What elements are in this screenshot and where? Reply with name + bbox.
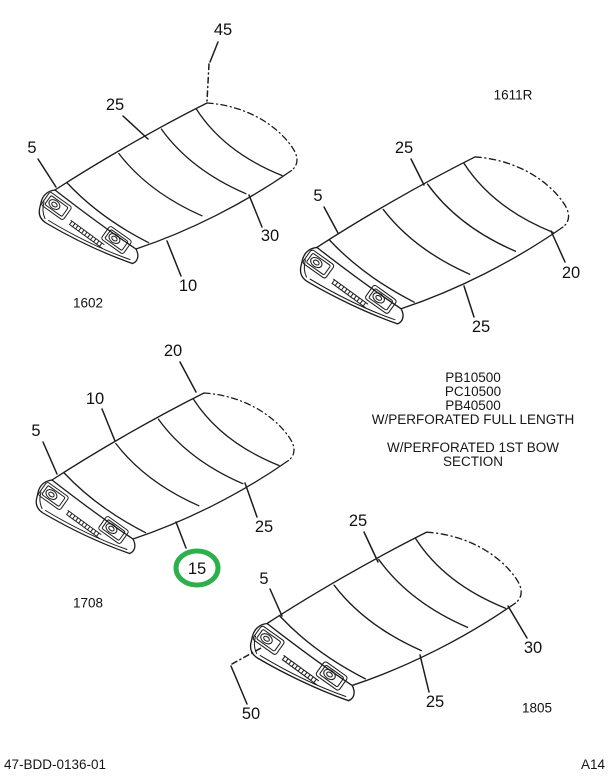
callout-leader (323, 206, 339, 234)
panel-label: 1708 (73, 596, 103, 611)
callout-leader (209, 41, 219, 63)
callout-number: 50 (242, 705, 260, 723)
callout-annotations: 45 25 5 30 10 1602 25 5 20 25 1611R 20 10 5 25 15 1708 25… (27, 21, 580, 723)
part-number: PC10500 (444, 384, 502, 399)
panel-drawing-1611R (298, 155, 571, 326)
callout-leader (179, 361, 197, 393)
part-note-block: PB10500 PC10500 PB40500 W/PERFORATED FUL… (357, 371, 589, 469)
callout-number: 15 (188, 560, 206, 578)
page-code: A14 (580, 757, 605, 772)
callout-number: 30 (524, 639, 542, 657)
callout-leader (42, 441, 58, 475)
callout-number: 20 (164, 342, 182, 360)
callout-number: 20 (562, 264, 580, 282)
callout-number: 10 (86, 390, 104, 408)
callout-leader (230, 665, 248, 705)
callout-leader (175, 521, 187, 549)
callout-leader (363, 531, 379, 563)
callout-number: 30 (261, 227, 279, 245)
drawing-number: 47-BDD-0136-01 (4, 757, 107, 772)
callout-leader (206, 63, 210, 102)
callout-number: 10 (179, 277, 197, 295)
panel-drawing-1602 (37, 101, 299, 266)
panel-label: 1805 (522, 701, 552, 716)
callout-number: 25 (106, 96, 124, 114)
highlight-circle (173, 548, 221, 588)
callout-number: 25 (426, 693, 444, 711)
note-line: W/PERFORATED 1ST BOW (386, 440, 559, 455)
callout-leader (463, 285, 475, 318)
callout-leader (410, 158, 425, 186)
callout-number: 5 (31, 422, 40, 440)
callout-leader (419, 654, 430, 693)
callout-number: 25 (472, 318, 490, 336)
callout-number: 45 (214, 21, 232, 39)
callout-leader (550, 230, 566, 263)
callout-leader (269, 588, 283, 617)
callout-number: 5 (313, 187, 322, 205)
note-line: SECTION (442, 454, 503, 469)
callout-number: 5 (259, 570, 268, 588)
callout-number: 25 (255, 518, 273, 536)
callout-leader (37, 158, 57, 188)
note-gap (357, 427, 589, 441)
callout-number: 5 (27, 139, 36, 157)
callout-leader (248, 194, 263, 228)
panel-label: 1602 (73, 296, 103, 311)
panel-label: 1611R (494, 88, 533, 103)
callout-leader (166, 240, 182, 277)
callout-leader (122, 115, 149, 140)
note-line: W/PERFORATED FULL LENGTH (371, 412, 575, 427)
part-number: PB10500 (445, 370, 501, 385)
panel-drawing-1805 (248, 530, 524, 703)
callout-number: 25 (395, 139, 413, 157)
callout-leader (231, 647, 262, 665)
part-number: PB40500 (445, 398, 501, 413)
callout-number: 25 (349, 512, 367, 530)
callout-leader (101, 408, 116, 442)
callout-leader (244, 482, 258, 518)
callout-leader (507, 605, 528, 639)
